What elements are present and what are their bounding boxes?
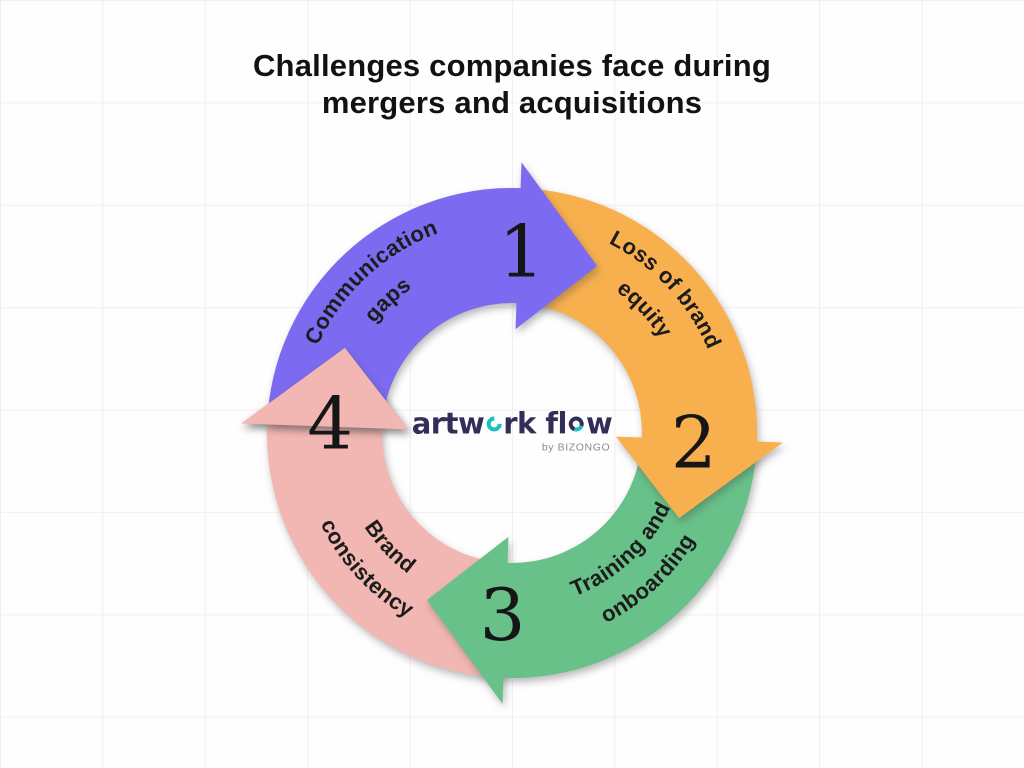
cycle-arrow-step-4-head [241, 347, 409, 430]
logo-wordmark: artw rk fl w [412, 407, 613, 441]
logo-text-rkfl: rk fl [503, 406, 567, 441]
step-number-1: 1 [499, 209, 545, 293]
logo-text-w: w [585, 406, 613, 441]
step-number-4: 4 [307, 382, 353, 466]
logo-byline: by BIZONGO [541, 441, 611, 454]
logo-o-arc-icon [483, 412, 505, 435]
page-title-line2: mergers and acquisitions [321, 84, 703, 120]
logo-o2-arc-icon [566, 413, 587, 434]
page-title-line1: Challenges companies face during [252, 48, 772, 83]
logo-text-artw: artw [411, 406, 485, 441]
page-title: Challenges companies face during mergers… [0, 48, 1024, 121]
artwork-flow-logo: artw rk fl w by BIZONGO [412, 407, 613, 454]
step-number-2: 2 [671, 401, 717, 485]
step-number-3: 3 [480, 573, 526, 657]
